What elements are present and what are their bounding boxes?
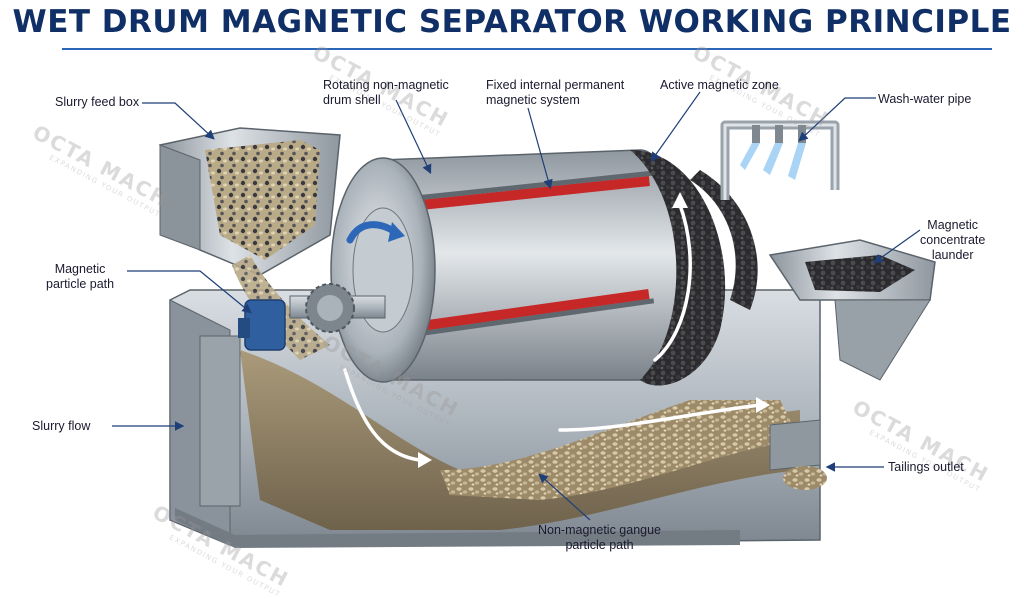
leader-lines <box>112 91 921 521</box>
page-title: WET DRUM MAGNETIC SEPARATOR WORKING PRIN… <box>12 4 1012 40</box>
leader-drum-shell <box>395 99 432 175</box>
wash-water-assembly <box>720 120 840 200</box>
gangue-bed <box>440 400 800 500</box>
leader-concentrate <box>873 229 921 264</box>
leader-wash-water <box>798 97 876 142</box>
drum <box>330 149 758 386</box>
title-underline <box>62 48 992 50</box>
leader-magnet-system <box>527 107 553 190</box>
tank-slurry <box>240 350 800 530</box>
leader-magnetic-path <box>127 270 252 314</box>
label-active-zone: Active magnetic zone <box>660 78 779 92</box>
label-tailings: Tailings outlet <box>888 460 964 474</box>
drive-assembly <box>238 283 386 351</box>
tailings-outlet <box>769 419 827 490</box>
feed-box <box>158 127 341 276</box>
separator-illustration <box>112 91 936 548</box>
concentrate-launder <box>768 239 936 381</box>
label-slurry-flow: Slurry flow <box>32 419 91 433</box>
leader-gangue <box>538 473 591 521</box>
label-wash-water: Wash-water pipe <box>878 92 972 106</box>
flow-arrowheads <box>418 192 770 468</box>
leader-feed-box <box>142 102 215 140</box>
label-slurry-feed-box: Slurry feed box <box>55 95 140 109</box>
flow-arrows <box>343 203 762 462</box>
leader-active-zone <box>650 91 701 162</box>
